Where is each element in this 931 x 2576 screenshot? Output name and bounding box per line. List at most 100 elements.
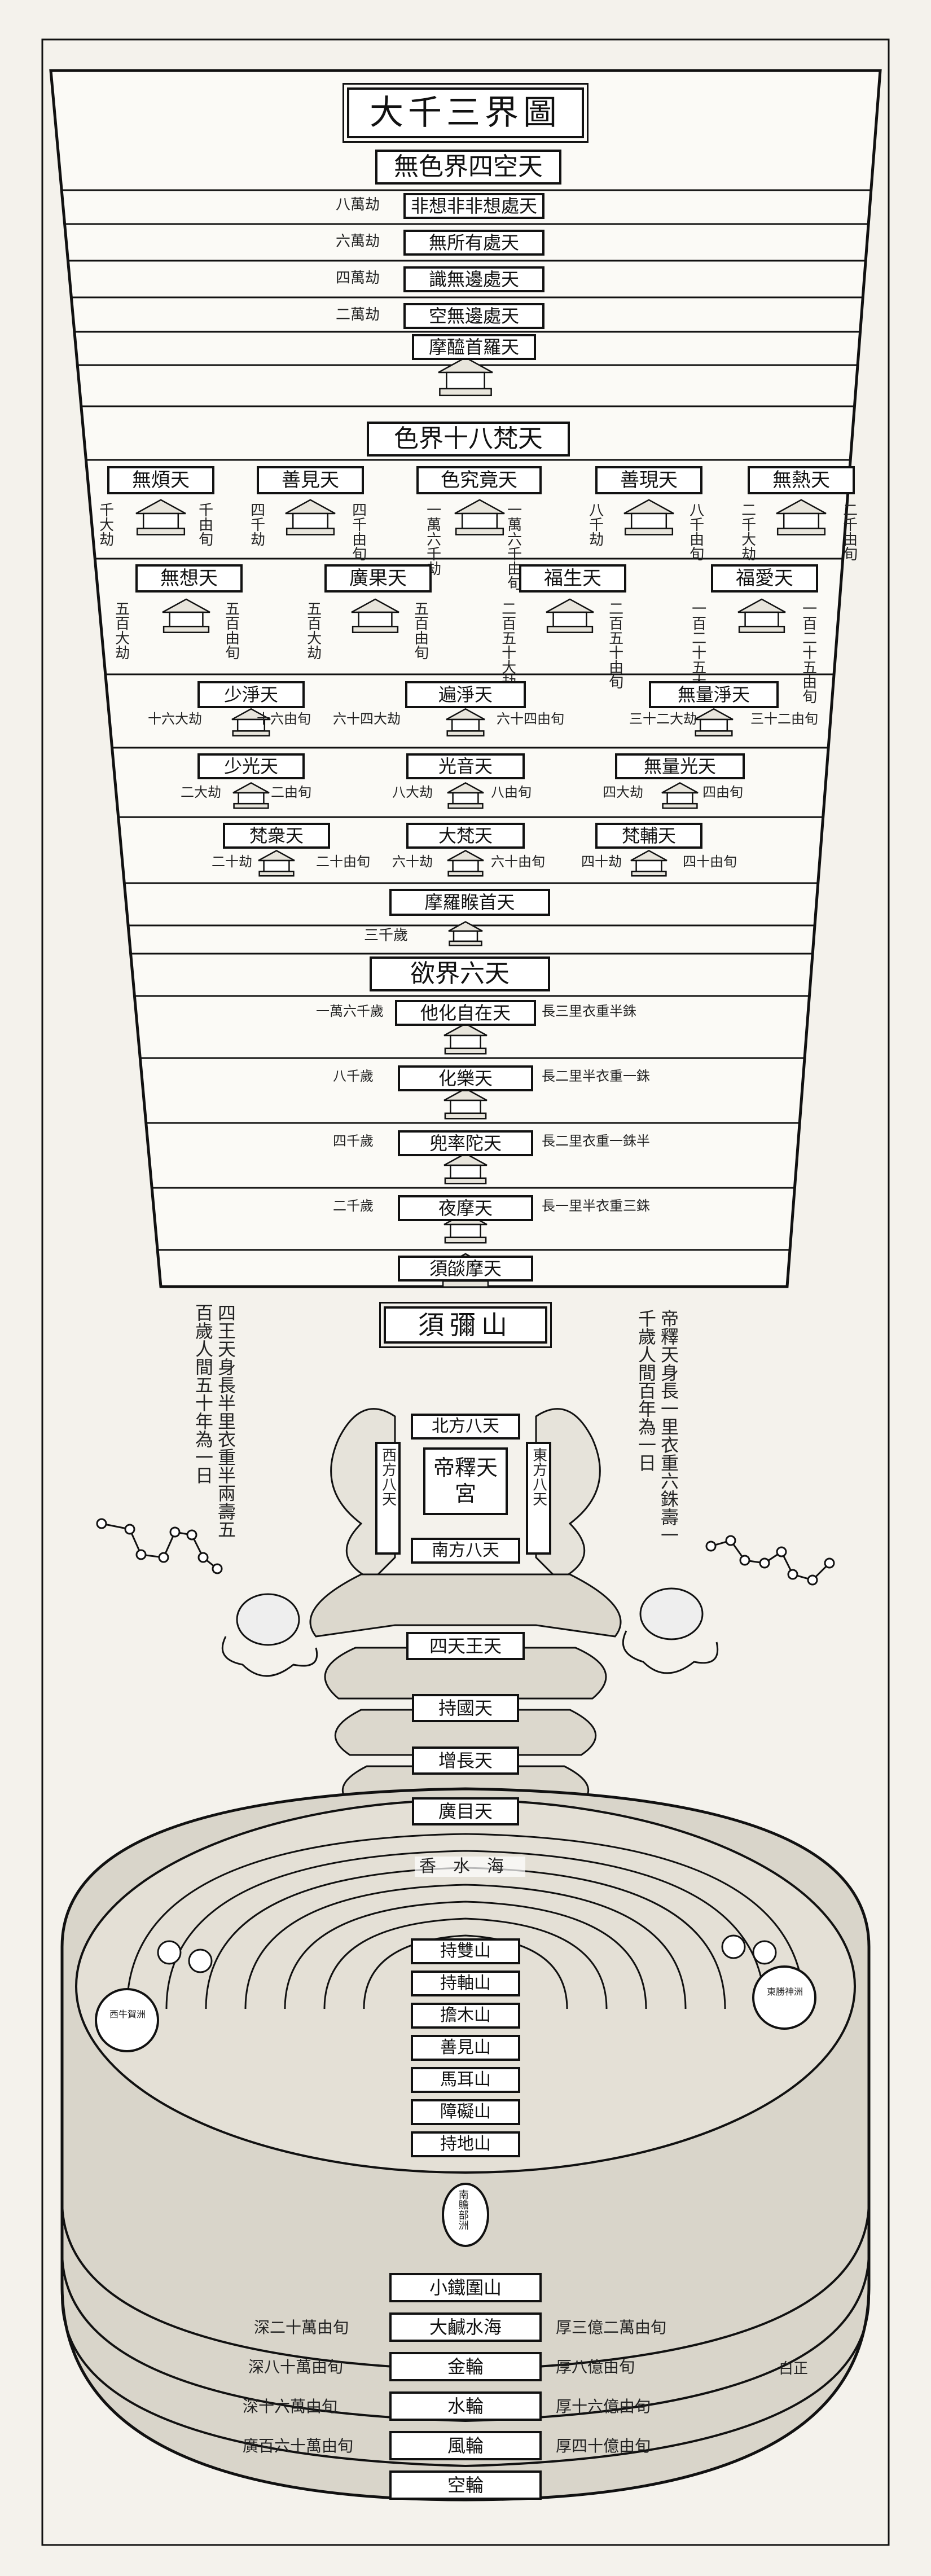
base-layer-5: 空輪 bbox=[389, 2470, 542, 2500]
base-layer-4: 風輪 bbox=[389, 2431, 542, 2460]
form-r1-note: 四千由旬 bbox=[350, 502, 366, 561]
form-r2-heaven-1: 無想天 bbox=[135, 564, 243, 593]
base-layer-1: 大鹹水海 bbox=[389, 2312, 542, 2342]
form-r3-note: 六十四大劫 bbox=[333, 712, 401, 726]
form-r1-heaven-4: 善現天 bbox=[595, 466, 702, 494]
desire-heaven-4: 夜摩天 bbox=[398, 1195, 533, 1221]
form-r5-note: 六十劫 bbox=[392, 855, 433, 869]
form-r4-heaven-1: 少光天 bbox=[197, 753, 305, 779]
tier-2: 持國天 bbox=[412, 1694, 519, 1722]
form-r4-heaven-2: 光音天 bbox=[406, 753, 525, 779]
form-r4-heaven-3: 無量光天 bbox=[615, 753, 745, 779]
form-r4-note: 八大劫 bbox=[392, 785, 433, 800]
form-r2-heaven-2: 廣果天 bbox=[324, 564, 432, 593]
form-r1-note: 二千由旬 bbox=[841, 502, 857, 561]
right-cloud bbox=[623, 1588, 717, 1673]
form-r3-note: 三十二由旬 bbox=[750, 712, 818, 726]
form-r4-note: 二大劫 bbox=[181, 785, 221, 800]
right-base-note: 厚十六億由旬 bbox=[556, 2398, 651, 2415]
desire-heaven-2: 化樂天 bbox=[398, 1065, 533, 1091]
right-base-note: 厚八億由旬 bbox=[556, 2359, 635, 2375]
formless-realm-heading: 無色界四空天 bbox=[375, 150, 561, 185]
form-r4-note: 四大劫 bbox=[603, 785, 643, 800]
form-r5-heaven-1: 梵衆天 bbox=[223, 823, 330, 849]
desire-heaven-1: 他化自在天 bbox=[395, 1000, 536, 1026]
form-r2-heaven-3: 福生天 bbox=[519, 564, 626, 593]
form-r5-note: 四十由旬 bbox=[683, 855, 737, 869]
form-r1-note: 千由旬 bbox=[196, 502, 213, 546]
form-r1-note: 八千劫 bbox=[587, 502, 603, 546]
form-r1-heaven-5: 無熱天 bbox=[748, 466, 855, 494]
form-r1-heaven-2: 善見天 bbox=[257, 466, 364, 494]
ring-5: 馬耳山 bbox=[411, 2067, 520, 2093]
form-r3-note: 十六大劫 bbox=[148, 712, 202, 726]
form-r1-note: 千大劫 bbox=[97, 502, 113, 546]
sumeru-title: 須彌山 bbox=[384, 1306, 547, 1344]
form-r3-heaven-2: 遍淨天 bbox=[405, 681, 526, 708]
desire-heaven-3: 兜率陀天 bbox=[398, 1130, 533, 1156]
indra-palace: 帝釋天宮 bbox=[423, 1447, 508, 1515]
tier-1: 四天王天 bbox=[406, 1632, 525, 1660]
desire-note-right: 長三里衣重半銖 bbox=[542, 1004, 636, 1019]
form-r1-note: 八千由旬 bbox=[687, 502, 704, 561]
form-bottom-heaven: 摩羅睺首天 bbox=[389, 889, 550, 916]
four-kings-note: 四王天身長半里衣重半兩壽五百歲人間五十年為一日 bbox=[192, 1304, 237, 1541]
diagram-title: 大千三界圖 bbox=[347, 87, 584, 138]
ring-2: 持軸山 bbox=[411, 1971, 520, 1996]
form-r4-note: 四由旬 bbox=[702, 785, 743, 800]
west-continent-shape bbox=[96, 1989, 158, 2051]
desire-note-left: 一萬六千歲 bbox=[316, 1004, 384, 1019]
desire-realm-heading: 欲界六天 bbox=[370, 956, 550, 991]
left-base-note: 深十六萬由旬 bbox=[243, 2398, 337, 2415]
artist-signature: 白正 bbox=[779, 2362, 808, 2377]
form-r3-note: 十六由旬 bbox=[257, 712, 311, 726]
form-r5-note: 二十由旬 bbox=[316, 855, 370, 869]
east-heavens: 東方八天 bbox=[526, 1442, 551, 1555]
desire-note-right: 長二里衣重一銖半 bbox=[542, 1134, 650, 1148]
outer-iron-mountain: 小鐵圍山 bbox=[389, 2273, 542, 2302]
right-constellation bbox=[706, 1536, 834, 1585]
left-base-note: 廣百六十萬由旬 bbox=[243, 2438, 353, 2454]
ring-4: 善見山 bbox=[411, 2035, 520, 2061]
formless-heaven-2: 無所有處天 bbox=[403, 230, 544, 256]
ring-3: 擔木山 bbox=[411, 2003, 520, 2029]
south-continent: 南贍部洲 bbox=[457, 2189, 468, 2230]
west-continent: 西牛賀洲 bbox=[107, 2010, 148, 2020]
form-r2-note: 五百由旬 bbox=[223, 601, 239, 660]
tier-3: 增長天 bbox=[412, 1746, 519, 1775]
form-r5-heaven-2: 大梵天 bbox=[406, 823, 525, 849]
south-heavens: 南方八天 bbox=[411, 1538, 520, 1564]
form-r1-note: 二千大劫 bbox=[739, 502, 756, 561]
formless-heaven-3: 識無邊處天 bbox=[403, 266, 544, 292]
formless-lifespan-1: 八萬劫 bbox=[336, 198, 380, 213]
form-r3-note: 六十四由旬 bbox=[497, 712, 564, 726]
left-base-note: 深二十萬由旬 bbox=[254, 2319, 349, 2336]
form-r5-note: 六十由旬 bbox=[491, 855, 545, 869]
desire-note-left: 二千歲 bbox=[333, 1199, 374, 1213]
form-r5-note: 二十劫 bbox=[212, 855, 252, 869]
form-r2-note: 二百五十大劫 bbox=[499, 601, 516, 689]
form-r3-heaven-1: 少淨天 bbox=[197, 681, 305, 708]
sub-continent bbox=[189, 1950, 212, 1972]
formless-heaven-4: 空無邊處天 bbox=[403, 303, 544, 329]
form-r2-note: 五百大劫 bbox=[305, 601, 321, 660]
right-base-note: 厚三億二萬由旬 bbox=[556, 2319, 666, 2336]
formless-lifespan-2: 六萬劫 bbox=[336, 234, 380, 249]
sub-continent bbox=[158, 1941, 181, 1964]
desire-heaven-5: 須燄摩天 bbox=[398, 1256, 533, 1282]
form-realm-heading: 色界十八梵天 bbox=[367, 422, 570, 457]
desire-note-right: 長二里半衣重一銖 bbox=[542, 1069, 650, 1083]
formless-bottom-heaven: 摩醯首羅天 bbox=[412, 334, 536, 360]
north-heavens: 北方八天 bbox=[411, 1414, 520, 1440]
ring-7: 持地山 bbox=[411, 2131, 520, 2157]
east-continent: 東勝神洲 bbox=[765, 1987, 805, 1997]
form-r1-note: 四千劫 bbox=[248, 502, 265, 546]
base-layer-2: 金輪 bbox=[389, 2352, 542, 2381]
indra-note: 帝釋天身長一里衣重六銖壽一千歲人間百年為一日 bbox=[635, 1309, 680, 1546]
west-heavens: 西方八天 bbox=[375, 1442, 401, 1555]
form-r2-note: 五百由旬 bbox=[412, 601, 428, 660]
form-r2-note: 五百大劫 bbox=[113, 601, 129, 660]
form-r2-note: 二百五十由旬 bbox=[607, 601, 623, 689]
form-r2-heaven-4: 福愛天 bbox=[711, 564, 818, 593]
